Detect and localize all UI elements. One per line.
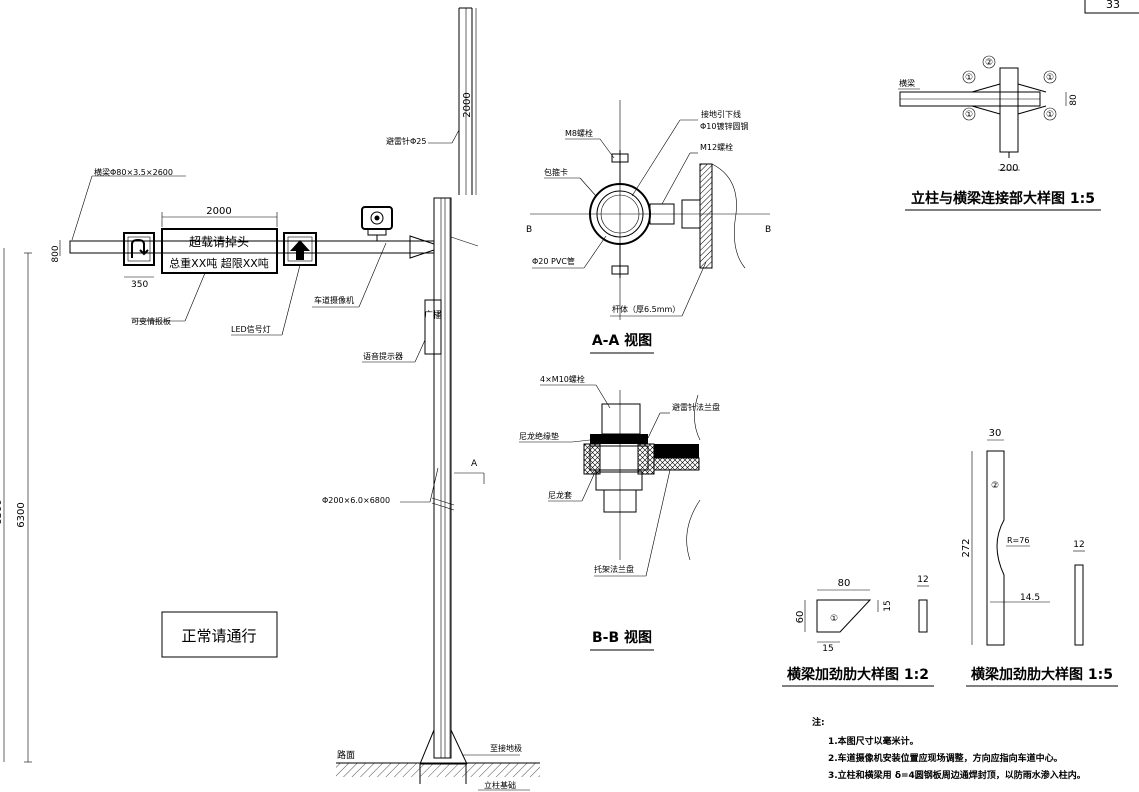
- pole-height-dim: 6300: [16, 502, 27, 527]
- rib15-dim-14-5: 14.5: [1020, 593, 1040, 603]
- speaker-text: 广播: [424, 309, 442, 321]
- rod-height-dim: 2000: [462, 92, 473, 117]
- aa-m12-label: M12螺栓: [700, 142, 733, 152]
- joint-detail-title: 立柱与横梁连接部大样图 1:5: [911, 190, 1095, 207]
- rib15-dim-12: 12: [1073, 540, 1084, 550]
- joint-detail: ① ② ① ① ① 横梁 80 200 立柱与横梁连接部大样图 1:5: [898, 55, 1101, 211]
- vms-line1: 超载请掉头: [189, 234, 249, 249]
- crossarm-label: 横梁Φ80×3.5×2600: [94, 167, 173, 177]
- crossarm-height-dim: 800: [51, 245, 61, 262]
- lane-camera: [361, 206, 393, 242]
- aa-ground-label-2: Φ10镀锌圆钢: [700, 121, 748, 131]
- rib12-dim-15-side: 15: [883, 600, 893, 611]
- vms-label: 可变情报板: [131, 316, 171, 326]
- lightning-rod-label: 避雷针Φ25: [386, 136, 426, 146]
- aa-pvc-label: Φ20 PVC管: [532, 256, 575, 266]
- bb-bracket-flange-label: 托架法兰盘: [594, 564, 634, 574]
- rib12-dim-80: 80: [838, 578, 851, 589]
- crossarm: [69, 235, 479, 259]
- joint-marker-1b: ①: [1046, 73, 1054, 83]
- aa-cut-left: B: [526, 225, 532, 235]
- joint-crossarm-label: 横梁: [899, 78, 915, 88]
- aa-hoop-label: 包箍卡: [544, 167, 568, 177]
- rib-detail-1-2: 80 60 ① 15 15 12 横梁加劲肋大样图 1:2: [782, 575, 934, 687]
- bb-bolts-label: 4×M10螺栓: [540, 374, 585, 384]
- rib12-dim-60: 60: [795, 611, 806, 624]
- rib12-dim-12: 12: [917, 575, 928, 585]
- uturn-signal: [123, 232, 155, 266]
- camera-label: 车道摄像机: [314, 295, 354, 305]
- joint-dim-200: 200: [999, 163, 1018, 174]
- lightning-rod: [458, 7, 473, 195]
- led-signal-label: LED信号灯: [231, 324, 271, 334]
- rib15-dim-272: 272: [961, 538, 972, 557]
- aa-ground-label-1: 接地引下线: [701, 109, 741, 119]
- joint-marker-1d: ①: [1046, 110, 1054, 120]
- rib12-dim-15-bottom: 15: [822, 644, 833, 654]
- rib-detail-1-5: 30 272 ② R=76 14.5 12 横梁加劲肋大样图 1:5: [961, 428, 1118, 687]
- sign-width-dim: 2000: [206, 206, 231, 217]
- main-pole: [419, 197, 468, 784]
- rib15-radius: R=76: [1007, 536, 1029, 545]
- page-number-box: 33: [1084, 0, 1139, 14]
- bb-sleeve-label: 尼龙套: [548, 490, 572, 500]
- aa-cut-right: B: [765, 225, 771, 235]
- rib15-title: 横梁加劲肋大样图 1:5: [971, 666, 1113, 683]
- speaker-label: 语音提示器: [363, 351, 403, 361]
- bb-rod-flange-label: 避雷针法兰盘: [672, 402, 720, 412]
- aa-pole-body-label: 杆体（厚6.5mm）: [612, 304, 680, 314]
- aa-m8-label: M8螺栓: [565, 128, 593, 138]
- section-mark-a: A: [471, 459, 478, 469]
- bb-gasket-label: 尼龙绝缘垫: [519, 431, 559, 441]
- led-width-dim: 350: [131, 280, 148, 290]
- rib15-marker: ②: [991, 481, 999, 491]
- joint-dim-80: 80: [1069, 94, 1079, 106]
- uturn-icon: [131, 238, 149, 258]
- up-arrow-icon: [290, 240, 310, 260]
- main-elevation: 2000 避雷针Φ25 A Φ200×6.0×6800: [0, 7, 540, 791]
- note-1: 1.本图尺寸以毫米计。: [828, 735, 919, 747]
- joint-marker-2: ②: [985, 58, 993, 68]
- note-2: 2.车道摄像机安装位置应现场调整，方向应指向车道中心。: [828, 752, 1063, 764]
- rib15-dim-30: 30: [989, 428, 1002, 439]
- ahead-signal: [283, 232, 317, 266]
- notes-heading: 注:: [812, 716, 825, 728]
- rib12-marker: ①: [830, 614, 838, 624]
- joint-marker-1a: ①: [965, 73, 973, 83]
- normal-pass-sign: 正常请通行: [161, 611, 278, 658]
- joint-marker-1c: ①: [965, 110, 973, 120]
- voice-speaker: 广播: [424, 299, 442, 355]
- normal-pass-text: 正常请通行: [181, 627, 256, 645]
- vms-board: 超载请掉头 总重XX吨 超限XX吨: [161, 228, 278, 274]
- overall-height-dim: 8300: [0, 499, 4, 524]
- view-aa: B B M8螺栓 接地引下线 Φ10镀锌圆钢 M12螺栓 包箍卡 Φ20 PVC…: [526, 100, 771, 354]
- foundation-label: 立柱基础: [484, 780, 516, 790]
- aa-view-title: A-A 视图: [592, 332, 652, 349]
- pole-spec-label: Φ200×6.0×6800: [322, 496, 390, 505]
- road-label: 路面: [337, 749, 355, 761]
- view-bb: 4×M10螺栓 避雷针法兰盘 尼龙绝缘垫 尼龙套 托架法兰盘 B-B 视图: [519, 374, 720, 651]
- page-number: 33: [1106, 0, 1120, 11]
- grounding-label: 至接地极: [490, 743, 522, 753]
- notes: 注: 1.本图尺寸以毫米计。 2.车道摄像机安装位置应现场调整，方向应指向车道中…: [812, 716, 1086, 781]
- note-3: 3.立柱和横梁用 δ=4圆钢板周边通焊封顶，以防雨水渗入柱内。: [828, 769, 1086, 781]
- bb-view-title: B-B 视图: [592, 629, 652, 646]
- rib12-title: 横梁加劲肋大样图 1:2: [787, 666, 929, 683]
- vms-line2: 总重XX吨 超限XX吨: [169, 256, 269, 270]
